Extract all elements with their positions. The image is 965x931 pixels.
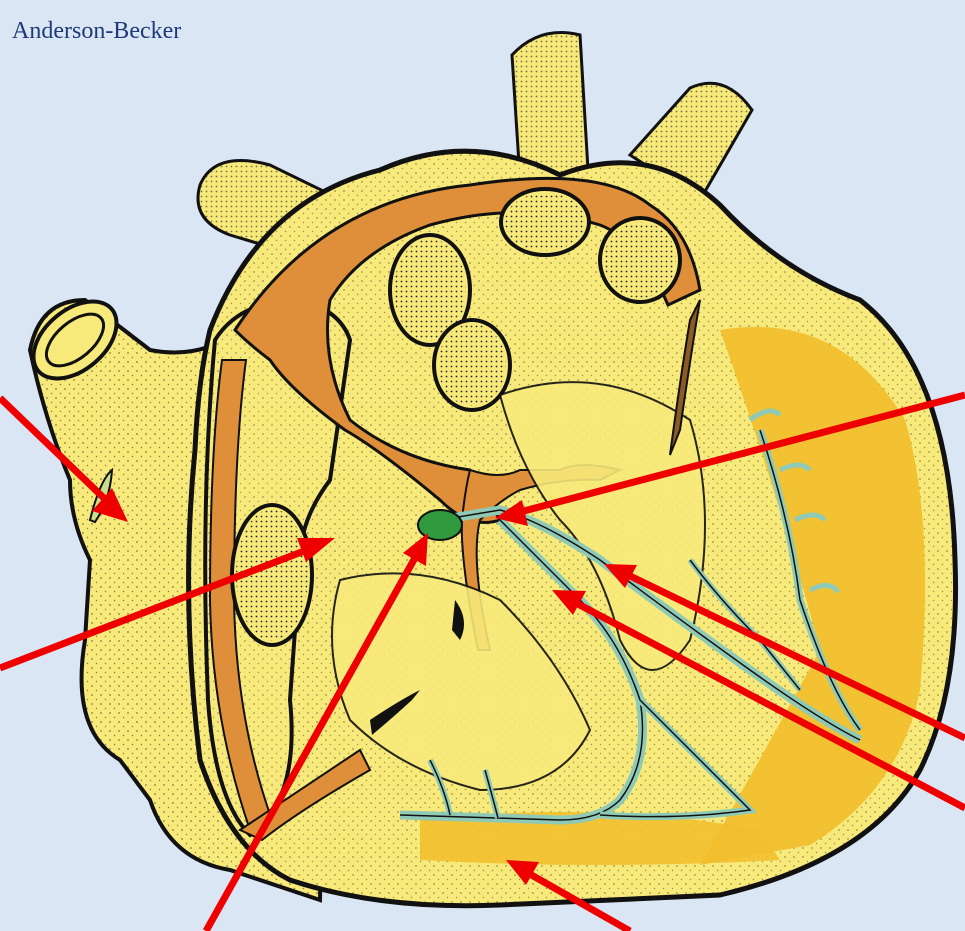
- av-node: [418, 510, 462, 540]
